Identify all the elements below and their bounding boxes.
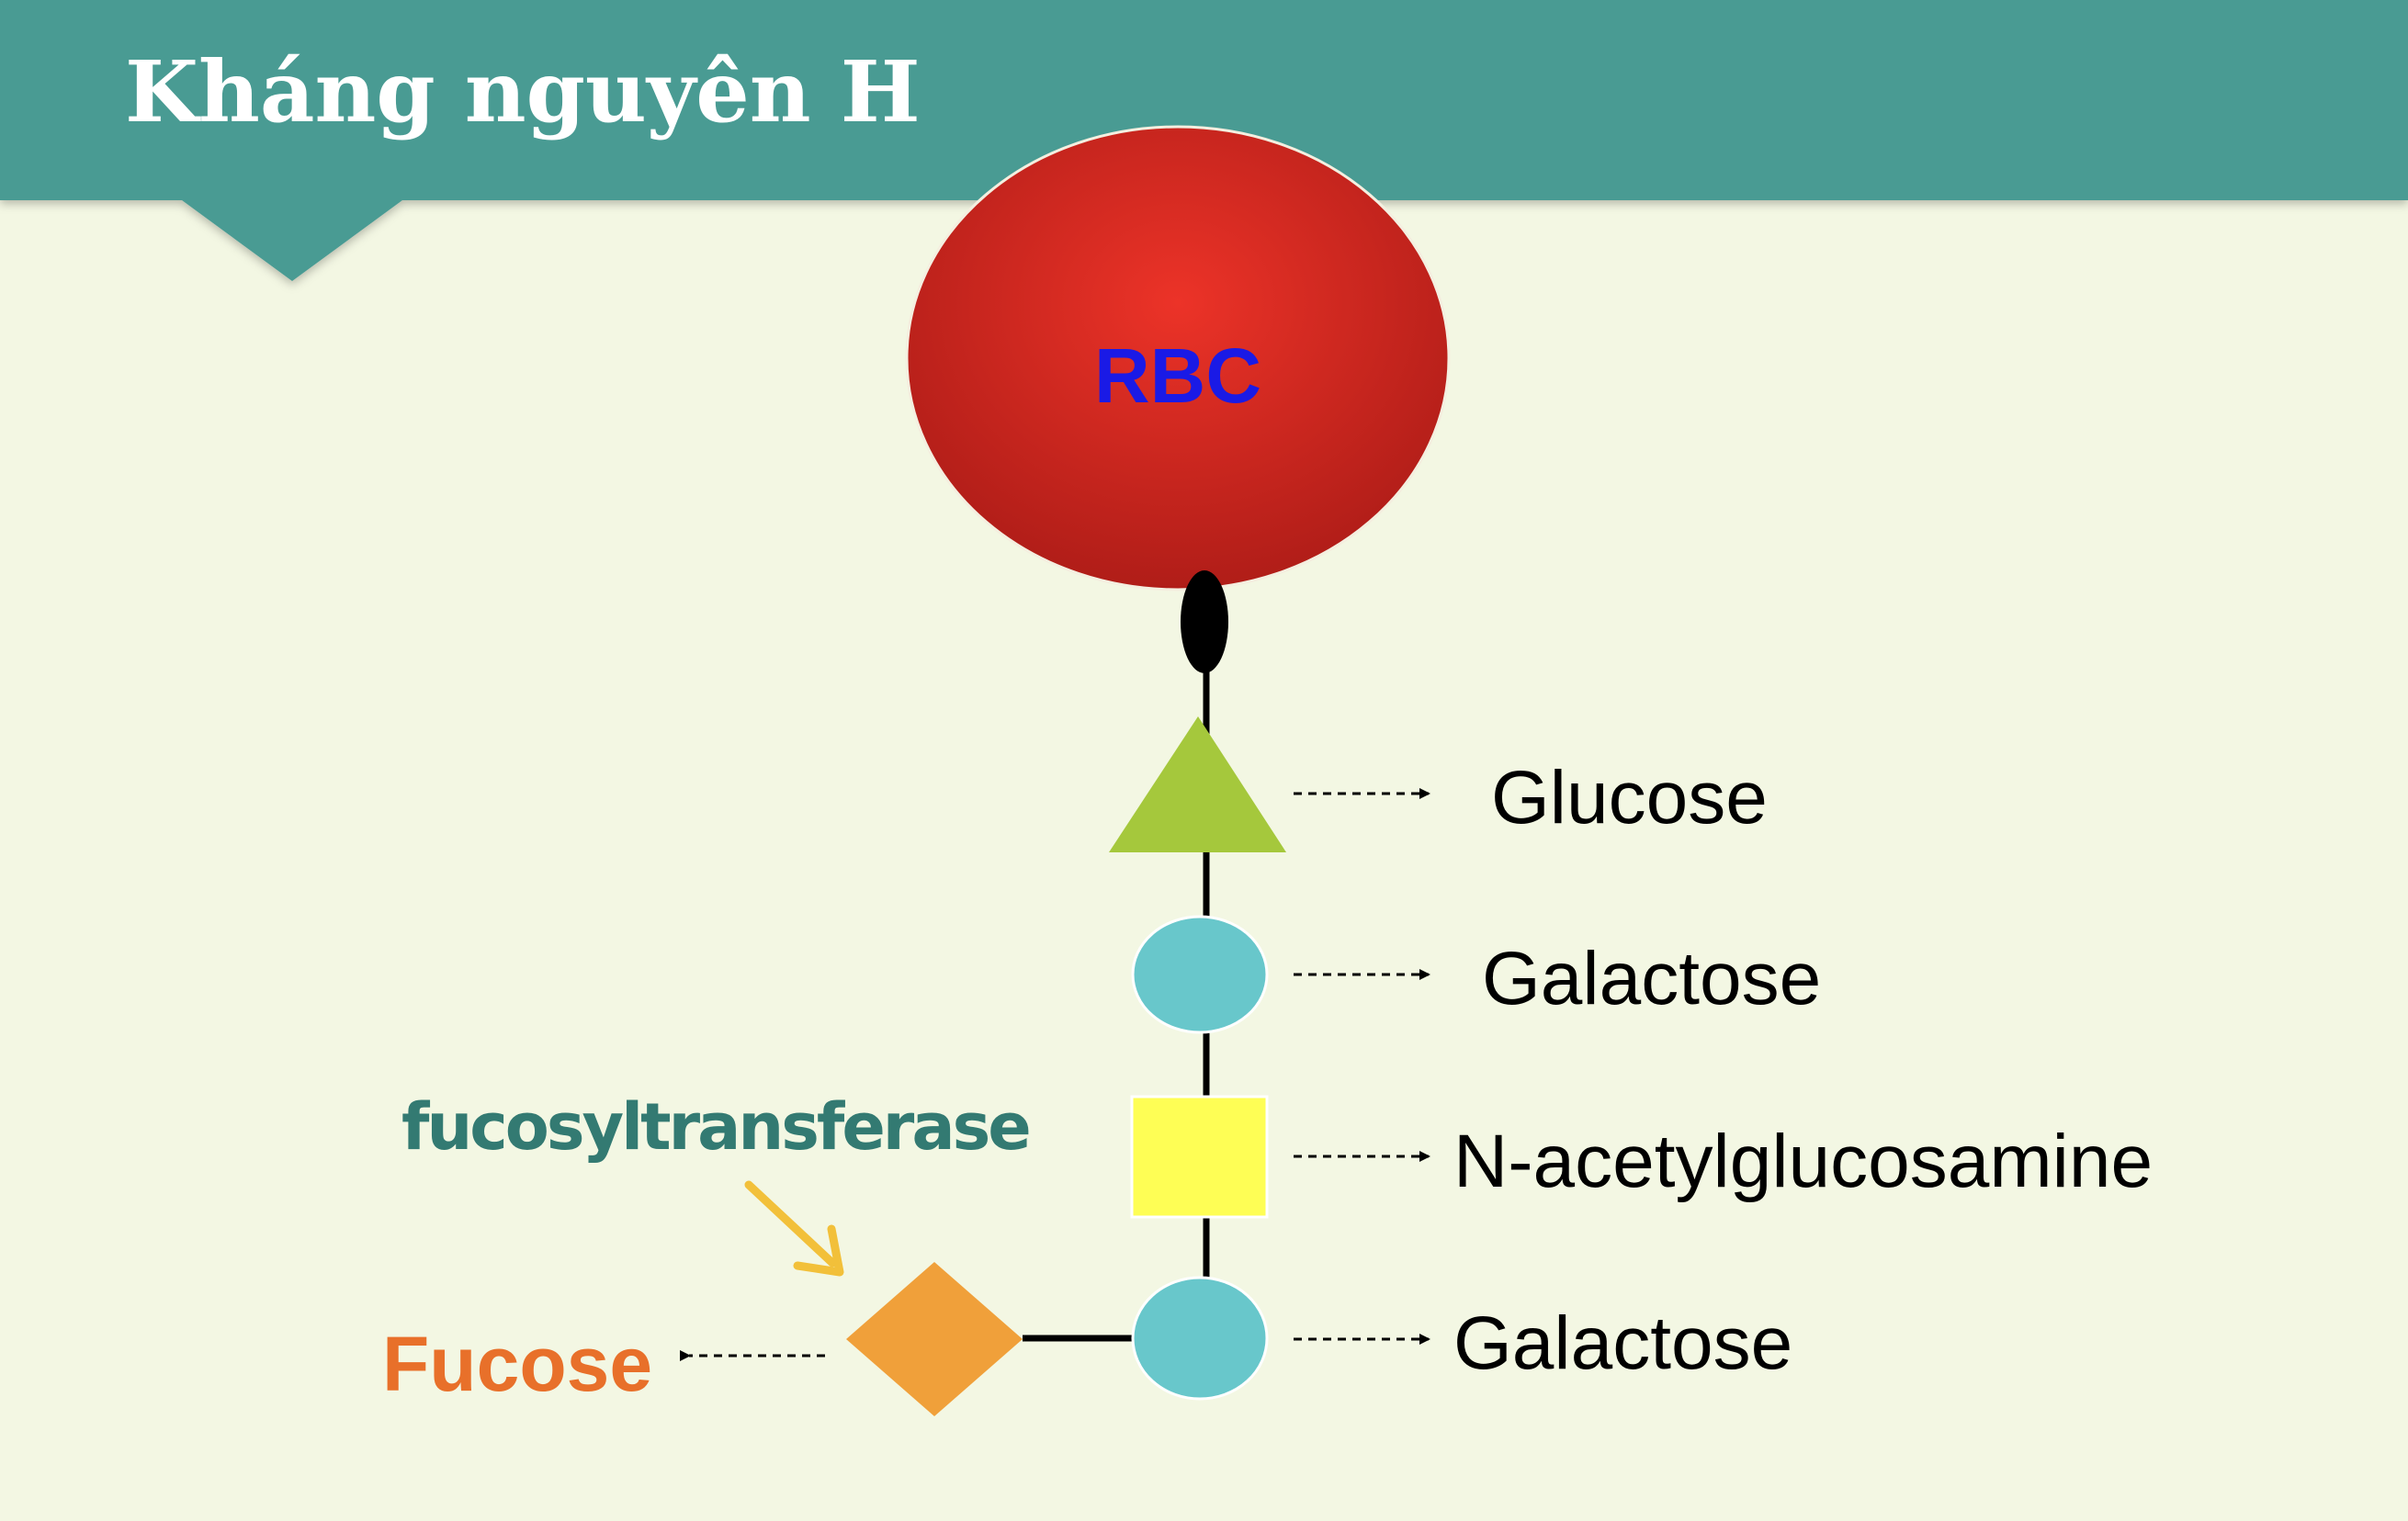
- glucose-label: Glucose: [1491, 756, 1768, 839]
- enzyme-label: fucosyltransferase: [401, 1089, 1029, 1165]
- membrane-anchor: [1181, 570, 1228, 673]
- n-acetylglucosamine-square: [1130, 1095, 1269, 1219]
- fucose-label: Fucose: [382, 1321, 652, 1407]
- rbc-cell: [905, 125, 1451, 592]
- galactose-circle-1: [1131, 915, 1269, 1034]
- page-title: Kháng nguyên H: [125, 42, 921, 141]
- galactose-label-2: Galactose: [1453, 1301, 1792, 1385]
- galactose-circle-2: [1131, 1276, 1269, 1401]
- enzyme-arrow: [744, 1180, 844, 1277]
- n-acetylglucosamine-label: N-acetylglucosamine: [1453, 1120, 2153, 1203]
- glucose-triangle: [1109, 716, 1286, 852]
- galactose-label-1: Galactose: [1482, 937, 1821, 1020]
- fucose-diamond: [846, 1262, 1023, 1416]
- rbc-label: RBC: [1094, 332, 1261, 419]
